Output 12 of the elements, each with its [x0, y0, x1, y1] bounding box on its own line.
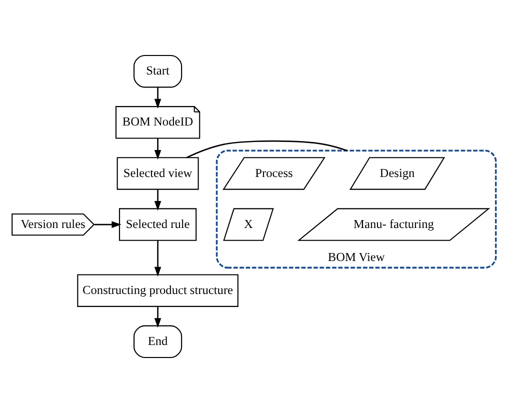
arrow — [154, 188, 162, 210]
node-box: Start — [134, 54, 182, 88]
node-box: Selected rule — [118, 208, 197, 240]
node-box: Selected view — [116, 156, 199, 190]
connector — [186, 140, 348, 158]
arrow — [94, 220, 122, 228]
node-box: End — [134, 324, 182, 358]
arrow — [154, 240, 162, 276]
node-box: Constructing product structure — [77, 274, 238, 306]
arrow — [154, 138, 162, 160]
arrow — [154, 306, 162, 328]
arrow — [154, 86, 162, 108]
